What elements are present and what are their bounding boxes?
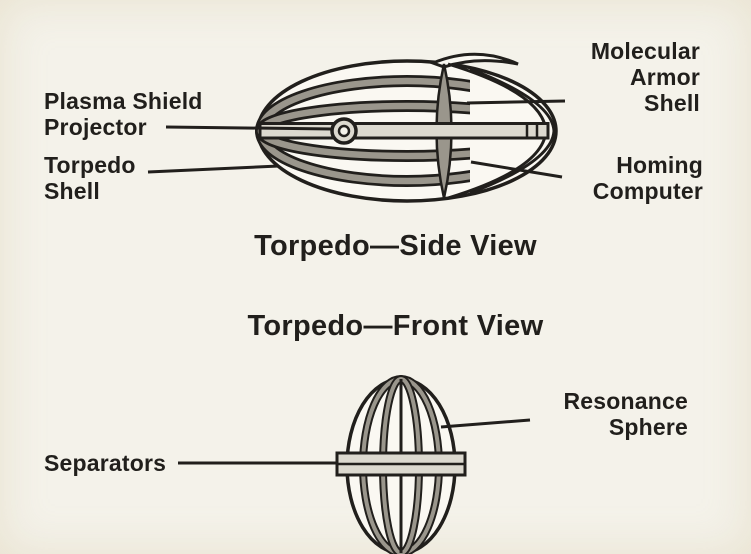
torpedo-front-view-drawing — [335, 375, 467, 554]
label-torpedo-shell: Torpedo Shell — [44, 152, 136, 205]
leader-resonance-sphere — [440, 418, 531, 429]
leader-homing-computer — [470, 160, 563, 179]
label-separators: Separators — [44, 450, 167, 476]
central-spine-rod — [258, 122, 550, 140]
armor-shell-cutaway-arc-outer — [469, 67, 556, 195]
leader-plasma-shield-projector — [165, 125, 333, 131]
label-molecular-armor-shell: Molecular Armor Shell — [590, 38, 700, 117]
leader-lines — [147, 99, 566, 465]
label-homing-computer: Homing Computer — [592, 152, 703, 205]
label-resonance-sphere: Resonance Sphere — [563, 388, 688, 441]
side-view-title: Torpedo—Side View — [254, 230, 537, 262]
leader-torpedo-shell — [147, 164, 280, 174]
plasma-projector-hub-core — [337, 124, 351, 138]
torpedo-side-view-drawing — [255, 52, 558, 203]
shell-peel-flap — [428, 52, 519, 69]
leader-molecular-armor-shell — [466, 99, 566, 105]
label-plasma-shield-projector: Plasma Shield Projector — [44, 88, 203, 141]
front-view-title: Torpedo—Front View — [247, 310, 544, 342]
